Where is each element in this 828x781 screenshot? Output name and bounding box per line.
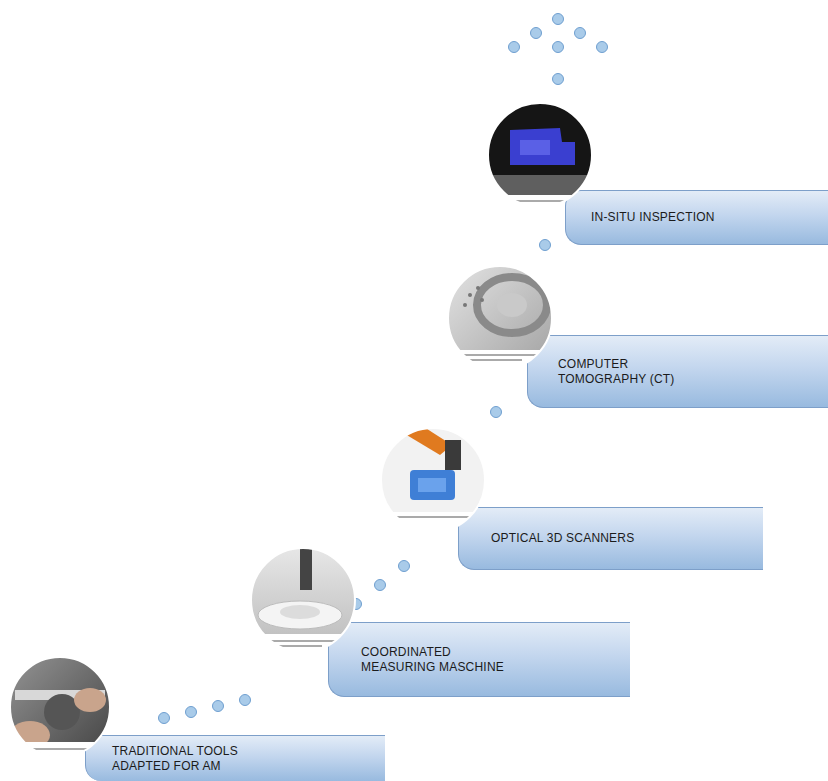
step-label: COORDINATED MEASURING MASCHINE xyxy=(361,645,511,675)
step-label: COMPUTER TOMOGRAPHY (CT) xyxy=(558,357,683,387)
step-tab: TRADITIONAL TOOLS ADAPTED FOR AM xyxy=(85,735,385,781)
step-tab: OPTICAL 3D SCANNERS xyxy=(458,507,763,570)
step-label: IN-SITU INSPECTION xyxy=(591,210,715,225)
step-tab: COMPUTER TOMOGRAPHY (CT) xyxy=(527,335,828,408)
step-label: TRADITIONAL TOOLS ADAPTED FOR AM xyxy=(112,744,252,774)
step-tab: IN-SITU INSPECTION xyxy=(565,190,828,245)
step-tab: COORDINATED MEASURING MASCHINE xyxy=(328,622,630,697)
step-label: OPTICAL 3D SCANNERS xyxy=(491,531,634,546)
